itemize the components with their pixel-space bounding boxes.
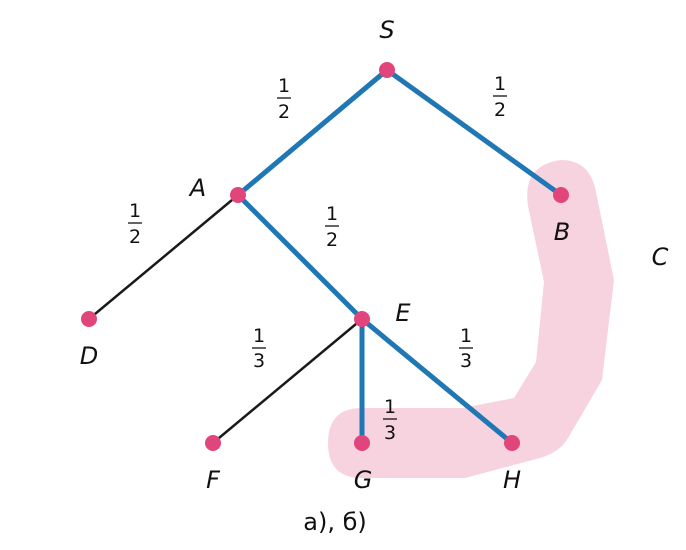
prob-e-g-denominator: 3: [384, 422, 396, 444]
edge-s-b: [384, 67, 564, 198]
node-label-d: D: [80, 342, 98, 370]
prob-s-a-numerator: 1: [278, 75, 290, 97]
prob-e-h: 1 3: [459, 325, 473, 372]
node-s: [379, 62, 395, 78]
node-a: [230, 187, 246, 203]
figure-caption: а), б): [303, 508, 367, 536]
prob-a-e-numerator: 1: [326, 203, 338, 225]
edge-a-e: [235, 192, 365, 322]
prob-a-e-denominator: 2: [326, 229, 338, 251]
prob-e-f-denominator: 3: [253, 350, 265, 372]
node-label-c: C: [652, 243, 669, 271]
node-label-s: S: [379, 16, 394, 44]
node-b: [553, 187, 569, 203]
node-d: [81, 311, 97, 327]
edge-s-a: [235, 67, 390, 198]
prob-e-f-numerator: 1: [253, 325, 265, 347]
prob-a-d-denominator: 2: [129, 226, 141, 248]
edge-e-h: [359, 316, 515, 446]
prob-e-g-numerator: 1: [384, 396, 396, 418]
node-label-g: G: [354, 466, 373, 494]
prob-e-h-denominator: 3: [460, 350, 472, 372]
node-h: [504, 435, 520, 451]
prob-s-b-numerator: 1: [494, 73, 506, 95]
node-f: [205, 435, 221, 451]
prob-e-g: 1 3: [383, 396, 397, 444]
node-label-a: A: [188, 174, 206, 202]
edge-e-f: [211, 317, 364, 445]
prob-s-b-denominator: 2: [494, 99, 506, 121]
node-label-f: F: [206, 466, 221, 494]
node-label-b: B: [554, 218, 570, 246]
prob-a-d-numerator: 1: [129, 200, 141, 222]
prob-a-d: 1 2: [128, 200, 142, 248]
node-label-e: E: [395, 299, 411, 327]
prob-e-h-numerator: 1: [460, 325, 472, 347]
prob-s-a-denominator: 2: [278, 101, 290, 123]
event-c-region: [328, 160, 614, 478]
prob-s-b: 1 2: [493, 73, 507, 121]
prob-a-e: 1 2: [325, 203, 339, 251]
prob-e-f: 1 3: [252, 325, 266, 372]
prob-s-a: 1 2: [277, 75, 291, 123]
node-e: [354, 311, 370, 327]
edge-a-d: [87, 193, 240, 321]
node-g: [354, 435, 370, 451]
node-label-h: H: [503, 466, 521, 494]
